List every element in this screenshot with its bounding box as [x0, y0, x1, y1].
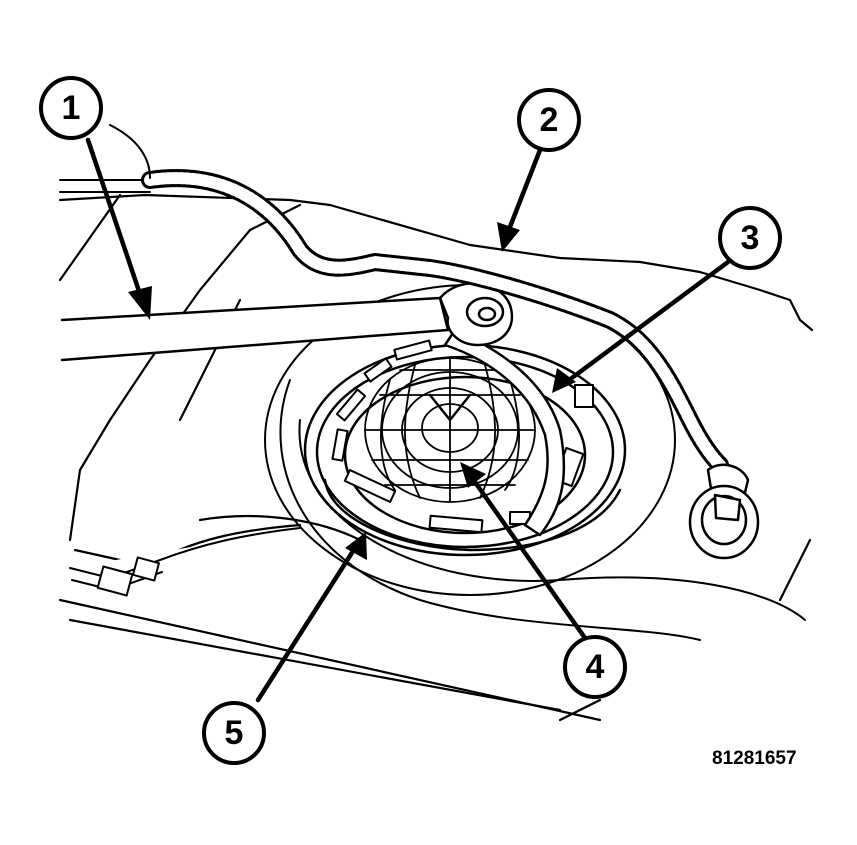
arrowhead-3 — [552, 368, 576, 393]
lock-ring-slots — [331, 339, 594, 534]
leader-arrowheads — [128, 222, 576, 560]
callout-4: 4 — [563, 635, 627, 699]
arrowhead-4 — [460, 462, 486, 488]
callout-5-label: 5 — [225, 714, 244, 752]
leader-lines — [85, 137, 731, 703]
callout-2-label: 2 — [540, 101, 559, 139]
leader-2 — [505, 147, 543, 235]
callout-5: 5 — [202, 701, 266, 765]
callout-3: 3 — [718, 206, 782, 270]
callout-1: 1 — [39, 76, 103, 140]
leader-1 — [85, 137, 145, 303]
arrowhead-1 — [128, 286, 152, 320]
fuel-tank-outline — [58, 193, 814, 722]
callout-2: 2 — [517, 88, 581, 152]
callout-4-label: 4 — [586, 648, 605, 686]
wiring-harness — [59, 124, 729, 474]
callout-3-label: 3 — [741, 219, 760, 257]
fuel-line — [69, 527, 301, 597]
lock-ring — [303, 343, 627, 557]
leader-5 — [255, 545, 358, 703]
arrowhead-5 — [345, 532, 367, 560]
figure-code: 81281657 — [712, 748, 797, 769]
cross-brace-tube — [60, 282, 513, 362]
retaining-strap — [443, 328, 566, 537]
callout-1-label: 1 — [62, 89, 81, 127]
fuel-pump-module — [364, 357, 536, 503]
leader-3 — [562, 259, 731, 386]
arrowhead-2 — [497, 222, 520, 252]
electrical-connector — [688, 463, 760, 560]
leader-4 — [467, 472, 588, 641]
